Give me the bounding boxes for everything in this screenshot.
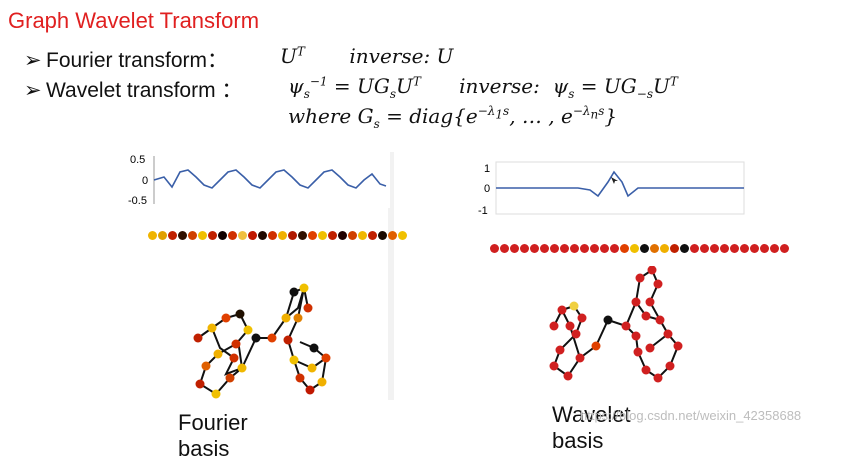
node-color-dot	[288, 231, 297, 240]
node-color-dot	[278, 231, 287, 240]
node-color-dot	[780, 244, 789, 253]
node-color-dot	[760, 244, 769, 253]
node-color-dot	[720, 244, 729, 253]
node-color-dot	[168, 231, 177, 240]
fourier-graph-figure	[176, 278, 346, 410]
node-color-dot	[690, 244, 699, 253]
node-color-dot	[490, 244, 499, 253]
node-color-dot	[238, 231, 247, 240]
fourier-caption: Fourier basis	[178, 410, 248, 462]
wavelet-label: Wavelet transform ：	[46, 79, 242, 102]
node-color-dot	[178, 231, 187, 240]
node-color-dot	[398, 231, 407, 240]
slide-title: Graph Wavelet Transform	[8, 8, 259, 34]
node-color-dot	[500, 244, 509, 253]
node-color-dot	[218, 231, 227, 240]
fourier-formula: UT inverse: U	[280, 44, 453, 68]
fourier-signal-plot: 0.5 0 -0.5	[128, 152, 390, 208]
node-color-dot	[600, 244, 609, 253]
wavelet-graph-figure	[540, 266, 690, 386]
y-tick: 0	[484, 183, 490, 195]
node-color-dot	[308, 231, 317, 240]
node-color-dot	[520, 244, 529, 253]
fourier-node-colors	[148, 231, 407, 240]
node-color-dot	[510, 244, 519, 253]
node-color-dot	[630, 244, 639, 253]
node-color-dot	[770, 244, 779, 253]
watermark-text: https://blog.csdn.net/weixin_42358688	[580, 408, 801, 423]
node-color-dot	[640, 244, 649, 253]
node-color-dot	[740, 244, 749, 253]
node-color-dot	[590, 244, 599, 253]
node-color-dot	[368, 231, 377, 240]
arrow-bullet-icon: ➢	[24, 48, 46, 73]
node-color-dot	[378, 231, 387, 240]
node-color-dot	[610, 244, 619, 253]
node-color-dot	[258, 231, 267, 240]
node-color-dot	[208, 231, 217, 240]
node-color-dot	[148, 231, 157, 240]
node-color-dot	[750, 244, 759, 253]
wavelet-node-colors	[490, 244, 789, 253]
wavelet-bullet: ➢Wavelet transform ：	[24, 74, 242, 104]
fourier-wave-line	[154, 170, 386, 188]
node-color-dot	[660, 244, 669, 253]
wavelet-signal-plot: 1 0 -1	[478, 160, 748, 218]
node-color-dot	[620, 244, 629, 253]
node-color-dot	[710, 244, 719, 253]
node-color-dot	[158, 231, 167, 240]
fourier-bullet: ➢Fourier transform：	[24, 44, 228, 74]
node-color-dot	[670, 244, 679, 253]
y-tick: 0	[142, 175, 148, 187]
node-color-dot	[560, 244, 569, 253]
node-color-dot	[328, 231, 337, 240]
node-color-dot	[248, 231, 257, 240]
arrow-bullet-icon: ➢	[24, 78, 46, 103]
node-color-dot	[388, 231, 397, 240]
cursor-icon	[611, 177, 618, 184]
node-color-dot	[680, 244, 689, 253]
node-color-dot	[198, 231, 207, 240]
node-color-dot	[700, 244, 709, 253]
node-color-dot	[298, 231, 307, 240]
fourier-label: Fourier transform：	[46, 49, 228, 72]
wavelet-line	[496, 172, 744, 196]
node-color-dot	[358, 231, 367, 240]
y-tick: 0.5	[130, 154, 145, 166]
node-color-dot	[268, 231, 277, 240]
y-tick: 1	[484, 163, 490, 175]
node-color-dot	[228, 231, 237, 240]
node-color-dot	[348, 231, 357, 240]
node-color-dot	[570, 244, 579, 253]
node-color-dot	[540, 244, 549, 253]
node-color-dot	[580, 244, 589, 253]
where-formula: where Gs = diag{e−λ1s, … , e−λns}	[288, 104, 617, 131]
node-color-dot	[338, 231, 347, 240]
node-color-dot	[530, 244, 539, 253]
wavelet-formula: ψs−1 = UGsUT inverse: ψs = UG−sUT	[288, 74, 678, 101]
node-color-dot	[730, 244, 739, 253]
y-tick: -0.5	[128, 195, 147, 207]
node-color-dot	[650, 244, 659, 253]
y-tick: -1	[478, 205, 488, 217]
node-color-dot	[188, 231, 197, 240]
node-color-dot	[318, 231, 327, 240]
node-color-dot	[550, 244, 559, 253]
graph-nodes	[194, 284, 331, 399]
